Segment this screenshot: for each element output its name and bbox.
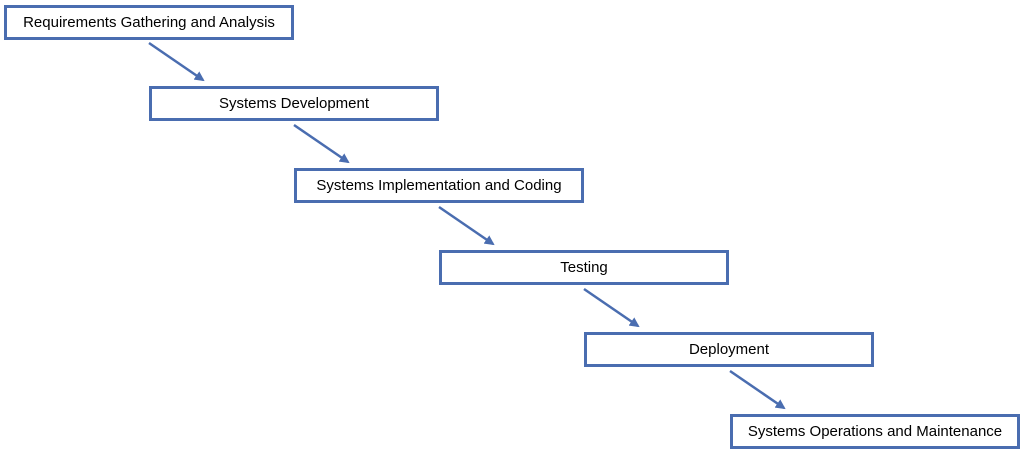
step-testing: Testing	[439, 250, 729, 285]
step-operations-maintenance: Systems Operations and Maintenance	[730, 414, 1020, 449]
step-systems-development: Systems Development	[149, 86, 439, 121]
step-label: Requirements Gathering and Analysis	[23, 14, 275, 31]
step-deployment: Deployment	[584, 332, 874, 367]
step-label: Systems Development	[218, 95, 370, 112]
step-label: Systems Operations and Maintenance	[747, 423, 1003, 440]
step-requirements-gathering: Requirements Gathering and Analysis	[4, 5, 294, 40]
step-implementation-coding: Systems Implementation and Coding	[294, 168, 584, 203]
arrow-down-right-icon	[293, 123, 350, 164]
arrow-down-right-icon	[438, 205, 495, 246]
step-label: Systems Implementation and Coding	[316, 177, 562, 194]
arrow-down-right-icon	[729, 369, 786, 410]
arrow-down-right-icon	[583, 287, 640, 328]
step-label: Deployment	[688, 341, 770, 358]
arrow-down-right-icon	[148, 41, 205, 82]
step-label: Testing	[560, 259, 608, 276]
